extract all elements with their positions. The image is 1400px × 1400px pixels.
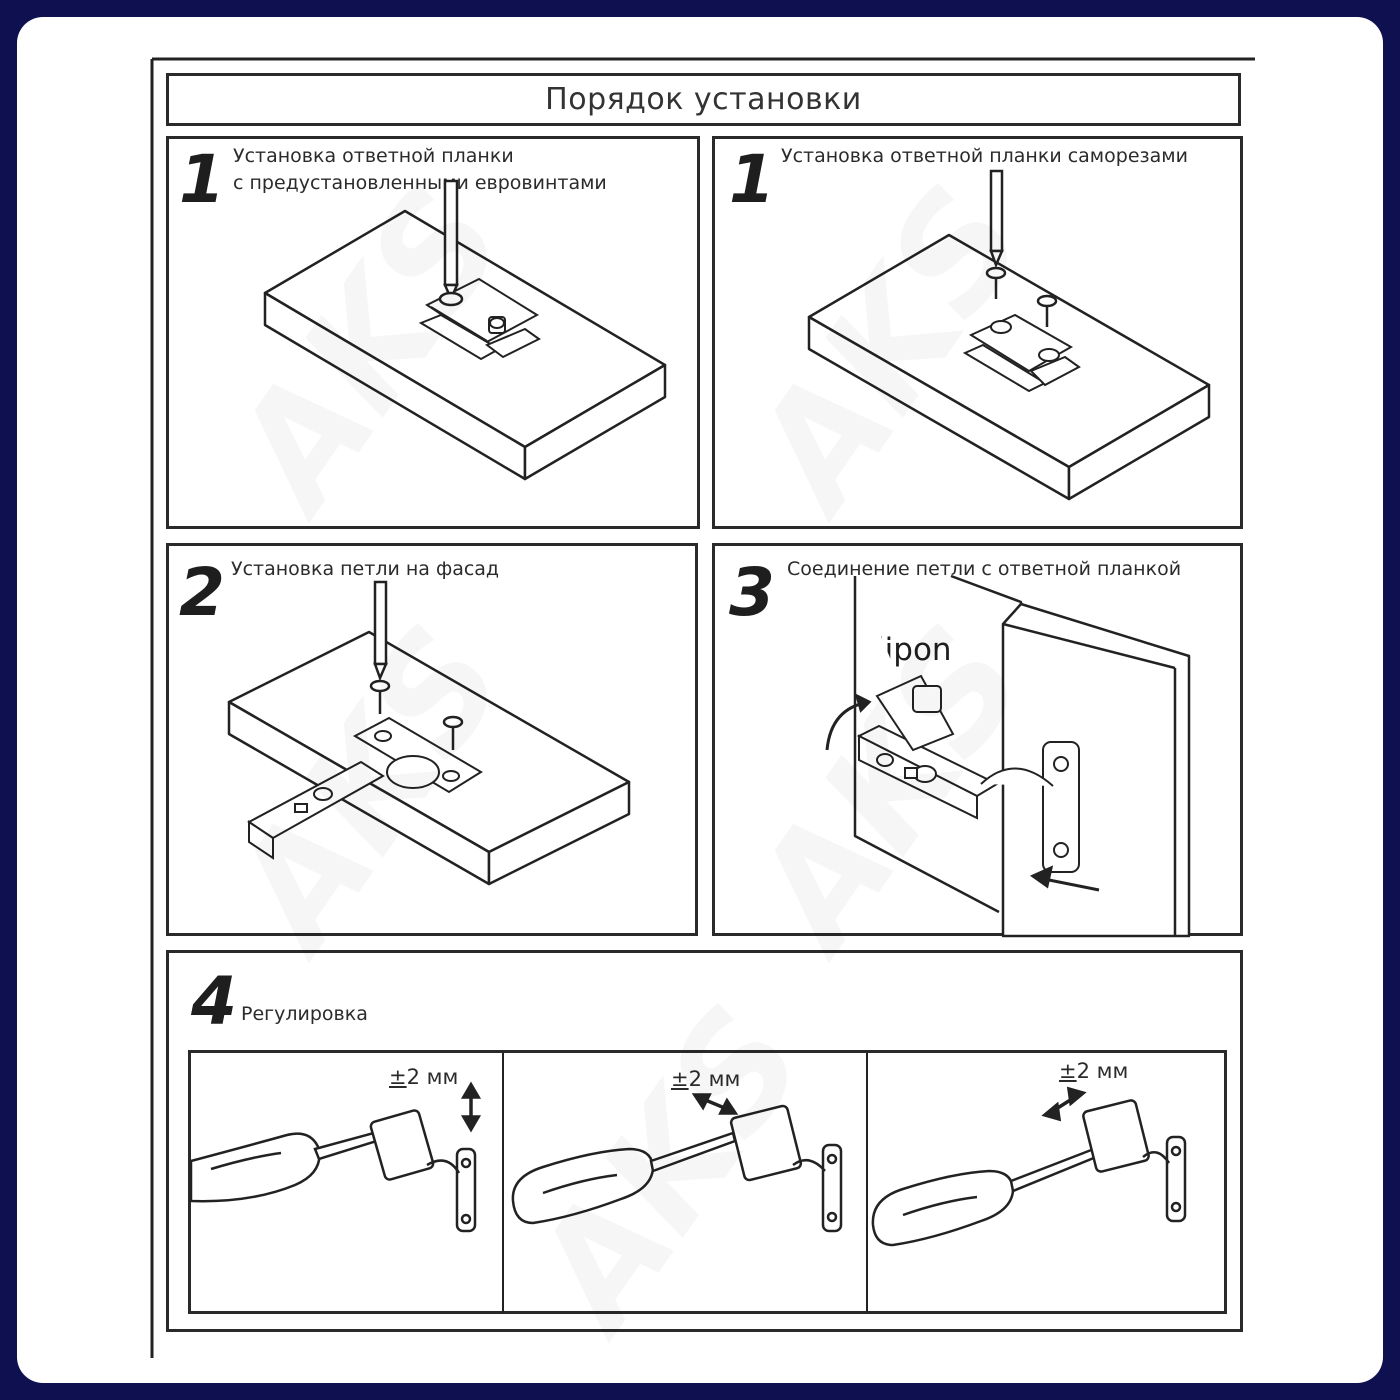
horizontal-adjust-illustration (511, 1093, 843, 1233)
step-caption-line1: Регулировка (241, 1003, 368, 1025)
depth-adjust-illustration (871, 1086, 1187, 1247)
mounting-plate-screws-illustration (807, 169, 1211, 501)
panel-step-4: 4 Регулировка ±2 мм (166, 950, 1243, 1332)
step-number: 4 (191, 963, 237, 1040)
step-caption-line1: Установка петли на фасад (231, 558, 500, 580)
mounting-plate-illustration (263, 179, 667, 481)
title-box: Порядок установки (166, 73, 1241, 126)
step-number: 1 (179, 141, 225, 218)
step-caption-line2: с предустановленными евровинтами (233, 172, 607, 194)
adjustment-label-horizontal: ±2 мм (671, 1067, 741, 1091)
hinge-connection-illustration (825, 574, 1191, 938)
step-caption-line1: Установка ответной планки (233, 145, 514, 167)
adjustment-label-vertical: ±2 мм (389, 1065, 459, 1089)
step-number: 2 (179, 554, 225, 631)
step-caption-line1: Установка ответной планки саморезами (781, 145, 1188, 167)
page-title: Порядок установки (545, 82, 862, 117)
adjustment-label-depth: ±2 мм (1059, 1059, 1129, 1083)
step-number: 3 (729, 554, 775, 631)
hinge-on-facade-illustration (227, 580, 631, 886)
panel-step-1-eurosrews: 1 Установка ответной планки с предустано… (166, 136, 700, 529)
adjustment-dividers (502, 1053, 868, 1313)
step-caption-line1: Соединение петли с ответной планкой (787, 558, 1182, 580)
vertical-adjust-illustration (189, 1081, 482, 1233)
adjustment-strip: ±2 мм (188, 1050, 1227, 1314)
panel-step-2: 2 Установка петли на фасад (166, 543, 698, 936)
panel-step-1-screws: 1 Установка ответной планки саморезами (712, 136, 1243, 529)
panel-step-3: 3 Соединение петли с ответной планкой cl… (712, 543, 1243, 938)
step-number: 1 (729, 141, 775, 218)
